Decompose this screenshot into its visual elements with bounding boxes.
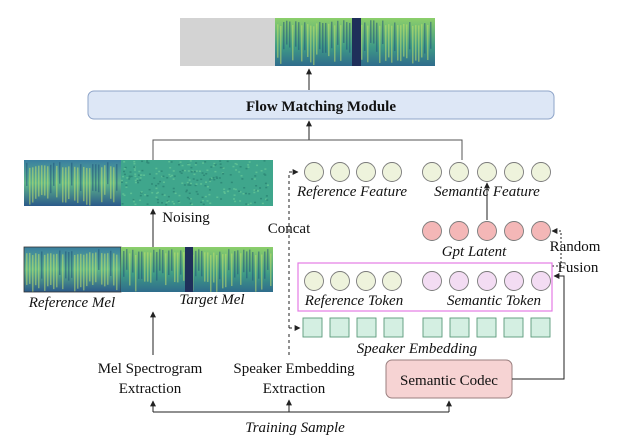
- token-box: [297, 262, 553, 312]
- reference-mel-label: Reference Mel: [28, 295, 115, 311]
- target-mel-spectrogram: [121, 247, 273, 292]
- speaker-embedding-square: [476, 317, 497, 338]
- gpt-latent-circle: [504, 221, 524, 241]
- noise-region: [121, 160, 273, 206]
- target-mel-label: Target Mel: [179, 292, 244, 308]
- speaker-embedding-square: [302, 317, 323, 338]
- reference-token-label: Reference Token: [304, 293, 403, 309]
- speaker-extraction-line1: Speaker Embedding: [233, 361, 355, 377]
- reference-feature-circle: [330, 162, 350, 182]
- gpt-latent-circle: [477, 221, 497, 241]
- reference-feature-circle: [304, 162, 324, 182]
- reference-token-circle: [382, 271, 402, 291]
- mel-extraction-line1: Mel Spectrogram: [98, 361, 203, 377]
- concat-label: Concat: [268, 221, 311, 237]
- semantic-token-label: Semantic Token: [447, 293, 541, 309]
- gpt-latent-circle: [449, 221, 469, 241]
- flow-matching-module: Flow Matching Module: [87, 90, 555, 120]
- speaker-embedding-square: [383, 317, 404, 338]
- semantic-token-circle: [422, 271, 442, 291]
- semantic-token-circles: [422, 271, 551, 291]
- semantic-feature-circle: [504, 162, 524, 182]
- semantic-feature-circle: [531, 162, 551, 182]
- fusion-label: Fusion: [558, 260, 599, 276]
- semantic-token-circle: [449, 271, 469, 291]
- random-label: Random: [550, 239, 601, 255]
- semantic-codec-box: Semantic Codec: [385, 359, 513, 399]
- reference-feature-circle: [382, 162, 402, 182]
- semantic-feature-circles: [422, 162, 551, 182]
- speaker-embedding-square: [449, 317, 470, 338]
- semantic-token-circle: [531, 271, 551, 291]
- reference-token-circle: [356, 271, 376, 291]
- mel-extraction-line2: Extraction: [119, 381, 182, 397]
- reference-mel-spectrogram: [23, 246, 122, 293]
- gpt-latent-circle: [422, 221, 442, 241]
- reference-token-circles: [304, 271, 402, 291]
- reference-feature-circle: [356, 162, 376, 182]
- noising-label: Noising: [162, 210, 210, 226]
- reference-feature-label: Reference Feature: [296, 184, 407, 200]
- gpt-latent-circle: [531, 221, 551, 241]
- semantic-codec-label: Semantic Codec: [400, 373, 498, 389]
- semantic-feature-circle: [477, 162, 497, 182]
- output-spectrogram: [180, 18, 435, 66]
- gpt-latent-label: Gpt Latent: [442, 244, 507, 260]
- reference-feature-circles: [304, 162, 402, 182]
- reference-token-circle: [304, 271, 324, 291]
- semantic-feature-circle: [449, 162, 469, 182]
- speaker-embedding-square: [329, 317, 350, 338]
- flow-matching-label: Flow Matching Module: [246, 99, 396, 115]
- speaker-embedding-squares: [302, 317, 551, 338]
- semantic-token-circle: [504, 271, 524, 291]
- training-sample-label: Training Sample: [245, 420, 345, 436]
- semantic-token-circle: [477, 271, 497, 291]
- semantic-feature-circle: [422, 162, 442, 182]
- speaker-embedding-square: [503, 317, 524, 338]
- gpt-latent-circles: [422, 221, 551, 241]
- noised-spectrogram: [24, 160, 273, 206]
- speaker-embedding-label: Speaker Embedding: [357, 341, 478, 357]
- speaker-extraction-line2: Extraction: [263, 381, 326, 397]
- speaker-embedding-square: [530, 317, 551, 338]
- speaker-embedding-square: [356, 317, 377, 338]
- reference-token-circle: [330, 271, 350, 291]
- speaker-embedding-square: [422, 317, 443, 338]
- masked-region: [180, 18, 275, 66]
